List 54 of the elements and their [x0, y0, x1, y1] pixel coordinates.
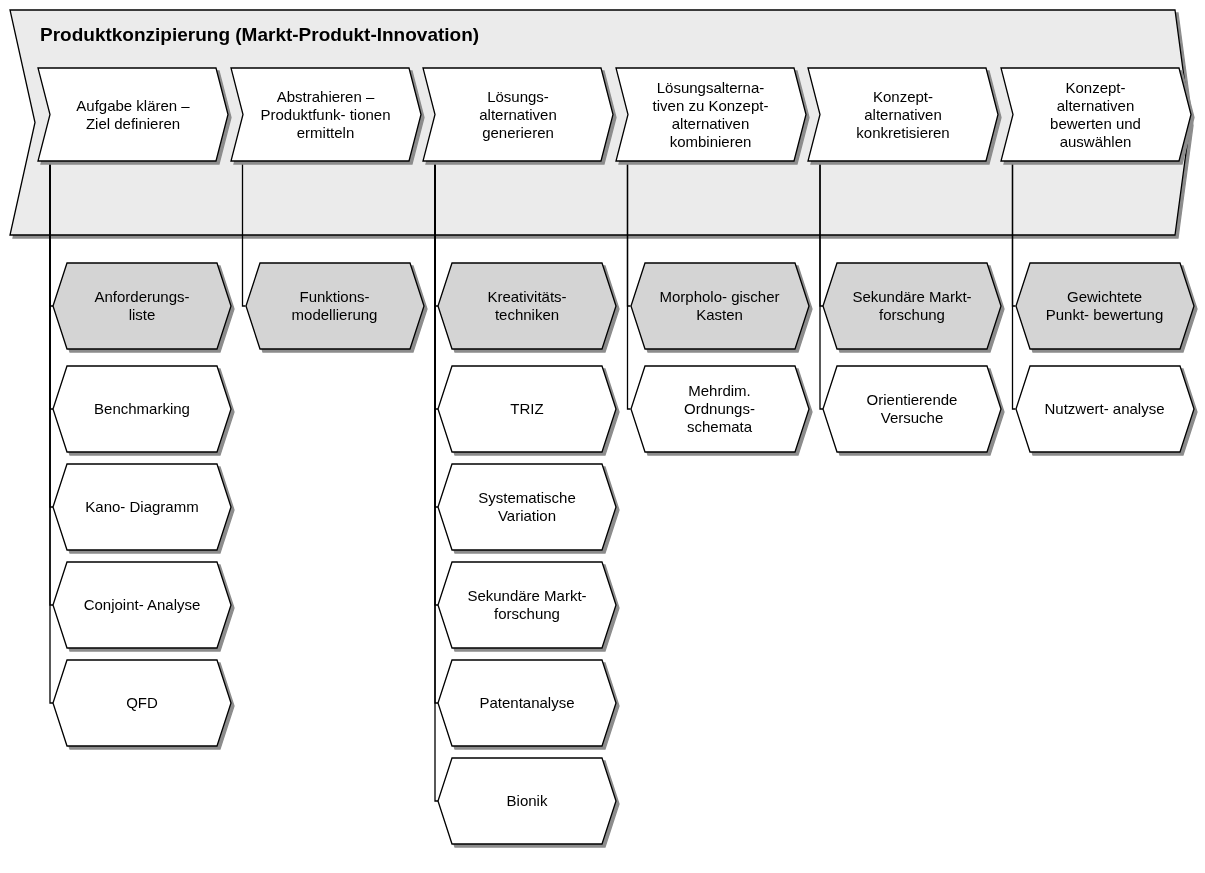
method-label: Conjoint- Analyse: [82, 595, 202, 615]
phase-band: [10, 10, 1190, 235]
method-label: Nutzwert- analyse: [1043, 399, 1166, 419]
connector-line: [241, 160, 247, 307]
method-label: Kano- Diagramm: [84, 497, 200, 517]
connector-line: [819, 160, 824, 410]
method-label: Benchmarking: [93, 399, 191, 419]
method-hexagon: [53, 562, 231, 648]
method-hexagon: [438, 263, 616, 349]
method-hexagon: [53, 660, 231, 746]
step-label: Konzept- alternativen bewerten und auswählen: [1049, 77, 1142, 152]
method-label: Anforderungs- liste: [93, 287, 191, 325]
method-hexagon: [1015, 263, 1194, 349]
method-label: QFD: [125, 693, 159, 713]
step-label: Aufgabe klären – Ziel definieren: [75, 95, 191, 134]
method-label: Funktions- modellierung: [290, 287, 379, 325]
process-step: [615, 68, 806, 161]
step-label: Abstrahieren – Produktfunk- tionen ermitteln: [259, 86, 392, 143]
method-hexagon: [823, 263, 1001, 349]
method-hexagon: [630, 263, 809, 349]
method-hexagon: [823, 366, 1001, 452]
process-step: [808, 68, 998, 161]
method-label: Morpholo- gischer Kasten: [658, 287, 781, 325]
method-hexagon: [438, 562, 616, 648]
method-hexagon: [245, 263, 424, 349]
method-label: Systematische Variation: [477, 488, 577, 526]
process-step: [38, 68, 228, 161]
step-label: Lösungsalterna- tiven zu Konzept- alternativen kombinieren: [651, 77, 770, 152]
method-hexagon: [438, 660, 616, 746]
process-step: [423, 68, 613, 161]
method-hexagon: [1015, 366, 1194, 452]
method-hexagon: [438, 758, 616, 844]
method-hexagon: [53, 263, 231, 349]
phase-label: Produktkonzipierung (Markt-Produkt-Innovation): [40, 24, 480, 46]
step-label: Konzept- alternativen konkretisieren: [855, 86, 951, 143]
connector-line: [626, 160, 632, 410]
connector-line: [1011, 160, 1017, 410]
method-hexagon: [630, 366, 809, 452]
method-label: Patentanalyse: [478, 693, 576, 713]
method-label: TRIZ: [509, 399, 545, 419]
process-step: [1000, 68, 1191, 161]
method-label: Mehrdim. Ordnungs- schemata: [683, 381, 756, 437]
method-hexagon: [53, 366, 231, 452]
method-label: Gewichtete Punkt- bewertung: [1044, 287, 1165, 325]
step-label: Lösungs- alternativen generieren: [478, 86, 558, 143]
method-label: Sekundäre Markt- forschung: [466, 586, 588, 624]
method-label: Kreativitäts- techniken: [486, 287, 568, 325]
method-label: Sekundäre Markt- forschung: [851, 287, 973, 325]
process-step: [230, 68, 421, 161]
method-label: Orientierende Versuche: [865, 390, 959, 428]
method-hexagon: [438, 366, 616, 452]
method-label: Bionik: [505, 791, 549, 811]
method-hexagon: [53, 464, 231, 550]
method-hexagon: [438, 464, 616, 550]
